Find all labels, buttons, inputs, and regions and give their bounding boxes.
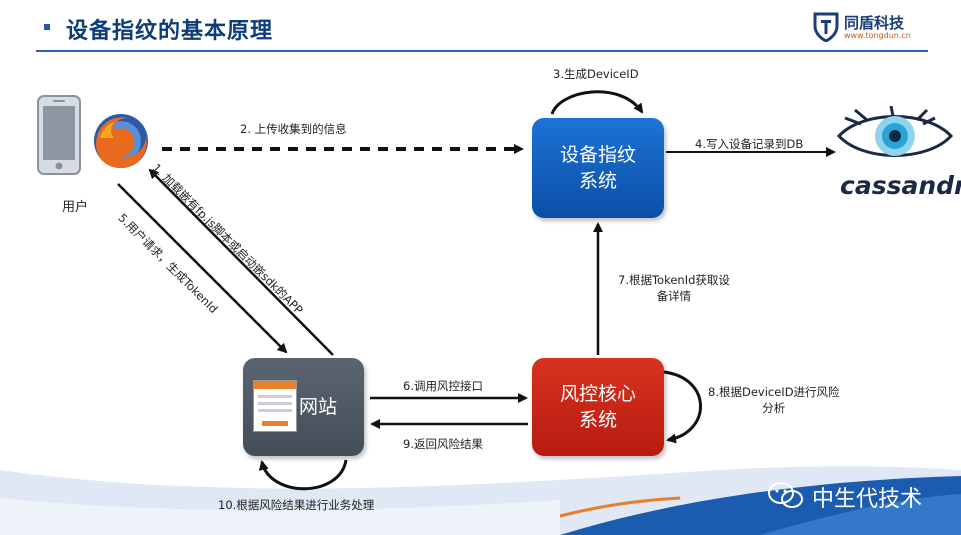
website-label: 网站: [299, 396, 338, 418]
edge-label-10: 10.根据风险结果进行业务处理: [218, 498, 375, 512]
smartphone-icon: [37, 95, 81, 175]
edge-label-8: 8.根据DeviceID进行风险 分析: [708, 385, 840, 415]
edge-label-9: 9.返回风险结果: [403, 437, 483, 451]
logo-name: 同盾科技: [844, 14, 905, 32]
company-logo: 同盾科技 www.tongdun.cn: [812, 10, 932, 44]
cassandra-wordmark: cassandra: [840, 171, 961, 200]
watermark-text: 中生代技术: [812, 487, 923, 512]
arrow-1-load-script: [148, 168, 334, 356]
risk-control-core-label: 风控核心 系统: [559, 383, 636, 431]
edge-label-4: 4.写入设备记录到DB: [695, 137, 804, 151]
device-fingerprint-system-label: 设备指纹 系统: [559, 144, 636, 192]
edge-label-2: 2. 上传收集到的信息: [240, 122, 347, 136]
wechat-icon: [768, 482, 803, 508]
title-bullet: [44, 24, 50, 30]
edge-label-6: 6.调用风控接口: [403, 379, 483, 393]
logo-url: www.tongdun.cn: [844, 31, 911, 40]
webpage-thumbnail-icon: [253, 380, 297, 432]
edge-label-7: 7.根据TokenId获取设 备详情: [618, 273, 730, 303]
browser-icon: [88, 108, 154, 174]
shield-logo-icon: [813, 12, 839, 42]
arrow-8-risk-analysis: [663, 370, 702, 444]
device-fingerprint-system-box: 设备指纹 系统: [532, 118, 664, 218]
arrow-5-user-request: [117, 183, 288, 354]
arrow-10-business-handling: [258, 459, 348, 491]
user-label: 用户: [62, 200, 89, 215]
title-divider: [36, 50, 928, 52]
website-box: 网站: [243, 358, 364, 456]
arrow-3-generate-deviceid: [550, 90, 644, 115]
edge-label-3: 3.生成DeviceID: [553, 67, 639, 81]
risk-control-core-box: 风控核心 系统: [532, 358, 664, 456]
cassandra-eye-icon: [836, 106, 954, 157]
page-title: 设备指纹的基本原理: [66, 19, 274, 44]
